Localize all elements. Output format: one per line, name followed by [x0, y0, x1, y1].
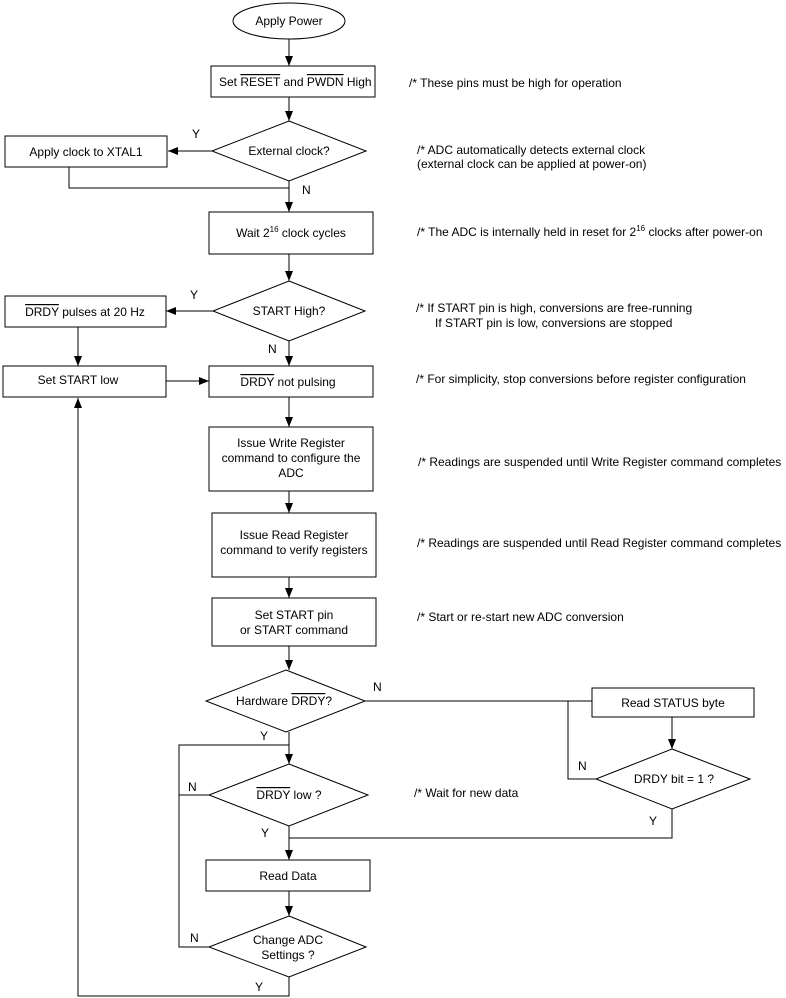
process-box [210, 65, 376, 98]
process-box [211, 597, 377, 647]
comment-start-pin-line: /* If START pin is high, conversions are… [416, 301, 692, 315]
node-label: Apply Power [255, 14, 322, 28]
node-read-register: Issue Read Register command to verify re… [211, 512, 377, 578]
node-apply-clock-xtal1: Apply clock to XTAL1 [4, 135, 168, 168]
node-label: Wait 216 clock cycles [236, 225, 346, 240]
edge-drdy-low-no-loop [178, 744, 289, 796]
edge-label-no: N [188, 780, 197, 794]
process-box [4, 295, 167, 328]
node-label-line: Set START pin [255, 608, 334, 622]
node-label: Set RESET and PWDN High [219, 75, 372, 89]
node-label-line: ADC [278, 466, 304, 480]
connectors [68, 39, 676, 997]
process-box [208, 426, 374, 492]
decision-diamond [207, 763, 370, 827]
edge-label-no: N [268, 342, 277, 356]
node-label-line: command to verify registers [220, 543, 367, 557]
process-box [2, 365, 167, 398]
node-label-line: Change ADC [253, 933, 323, 947]
edge-labels: Y N Y N N Y N N Y Y N Y [188, 127, 657, 994]
node-label: Set START low [38, 373, 119, 387]
process-box [208, 365, 374, 398]
comment-simplicity: /* For simplicity, stop conversions befo… [416, 372, 746, 386]
decision-diamond [210, 120, 368, 182]
edge-label-yes: Y [255, 980, 263, 994]
edge-label-yes: Y [190, 288, 198, 302]
node-label: Hardware DRDY? [236, 694, 332, 708]
comment-wait-data: /* Wait for new data [414, 786, 519, 800]
terminal-ellipse [232, 2, 346, 40]
node-read-status: Read STATUS byte [591, 687, 755, 718]
node-external-clock-decision: External clock? [210, 120, 368, 182]
comment-read-suspend: /* Readings are suspended until Read Reg… [417, 536, 781, 550]
node-set-reset-pwdn: Set RESET and PWDN High [210, 65, 376, 98]
node-label: DRDY bit = 1 ? [634, 772, 714, 786]
edge-change-no-loop [178, 795, 209, 948]
process-box [591, 687, 755, 718]
edge-xtal1-merge [68, 167, 289, 189]
edge-label-no: N [302, 183, 311, 197]
comment-start-pin-line: If START pin is low, conversions are sto… [435, 316, 672, 330]
edge-label-no: N [578, 759, 587, 773]
edge-label-no: N [190, 931, 199, 945]
decision-diamond [204, 669, 367, 733]
node-label-line: Issue Write Register [237, 436, 345, 450]
node-drdy-pulses: DRDY pulses at 20 Hz [4, 295, 167, 328]
comment-write-suspend: /* Readings are suspended until Write Re… [418, 455, 781, 469]
decision-diamond [594, 748, 752, 810]
node-label-line: or START command [240, 623, 348, 637]
node-label: DRDY low ? [256, 788, 321, 802]
node-write-register: Issue Write Register command to configur… [208, 426, 374, 492]
node-label-line: command to configure the [222, 451, 361, 465]
node-label: Read STATUS byte [621, 696, 725, 710]
process-box [211, 512, 377, 578]
comment-ext-clock-line: /* ADC automatically detects external cl… [417, 143, 646, 157]
node-read-data: Read Data [205, 859, 371, 892]
node-label: START High? [253, 304, 326, 318]
node-label-line: Settings ? [261, 948, 315, 962]
process-box [208, 211, 374, 255]
process-box [4, 135, 168, 168]
node-hardware-drdy-decision: Hardware DRDY? [204, 669, 367, 733]
edge-bit-q-no-loop [567, 701, 596, 780]
node-change-settings-decision: Change ADC Settings ? [207, 915, 368, 978]
comment-restart: /* Start or re-start new ADC conversion [417, 610, 624, 624]
comment-pins-high: /* These pins must be high for operation [409, 76, 622, 90]
node-label: DRDY pulses at 20 Hz [25, 305, 145, 319]
node-label: DRDY not pulsing [240, 375, 335, 389]
node-drdy-bit-decision: DRDY bit = 1 ? [594, 748, 752, 810]
node-label: External clock? [248, 144, 330, 158]
node-label: Read Data [259, 869, 317, 883]
decision-diamond [211, 280, 367, 342]
node-drdy-low-decision: DRDY low ? [207, 763, 370, 827]
node-apply-power: Apply Power [232, 2, 346, 40]
node-wait-clock-cycles: Wait 216 clock cycles [208, 211, 374, 255]
decision-diamond [207, 915, 368, 978]
edge-label-yes: Y [260, 729, 268, 743]
edge-bit-q-yes [289, 809, 673, 839]
edge-label-no: N [373, 680, 382, 694]
edge-label-yes: Y [192, 127, 200, 141]
process-box [205, 859, 371, 892]
node-drdy-not-pulsing: DRDY not pulsing [208, 365, 374, 398]
comment-reset-hold: /* The ADC is internally held in reset f… [417, 224, 763, 239]
node-set-start-pin: Set START pin or START command [211, 597, 377, 647]
comment-ext-clock-line: (external clock can be applied at power-… [417, 157, 646, 171]
edge-label-yes: Y [649, 814, 657, 828]
node-start-high-decision: START High? [211, 280, 367, 342]
node-set-start-low: Set START low [2, 365, 167, 398]
edge-label-yes: Y [261, 826, 269, 840]
edge-change-yes-loop [74, 398, 290, 997]
node-label: Apply clock to XTAL1 [29, 145, 142, 159]
node-label-line: Issue Read Register [240, 528, 349, 542]
comments: /* These pins must be high for operation… [409, 76, 781, 800]
